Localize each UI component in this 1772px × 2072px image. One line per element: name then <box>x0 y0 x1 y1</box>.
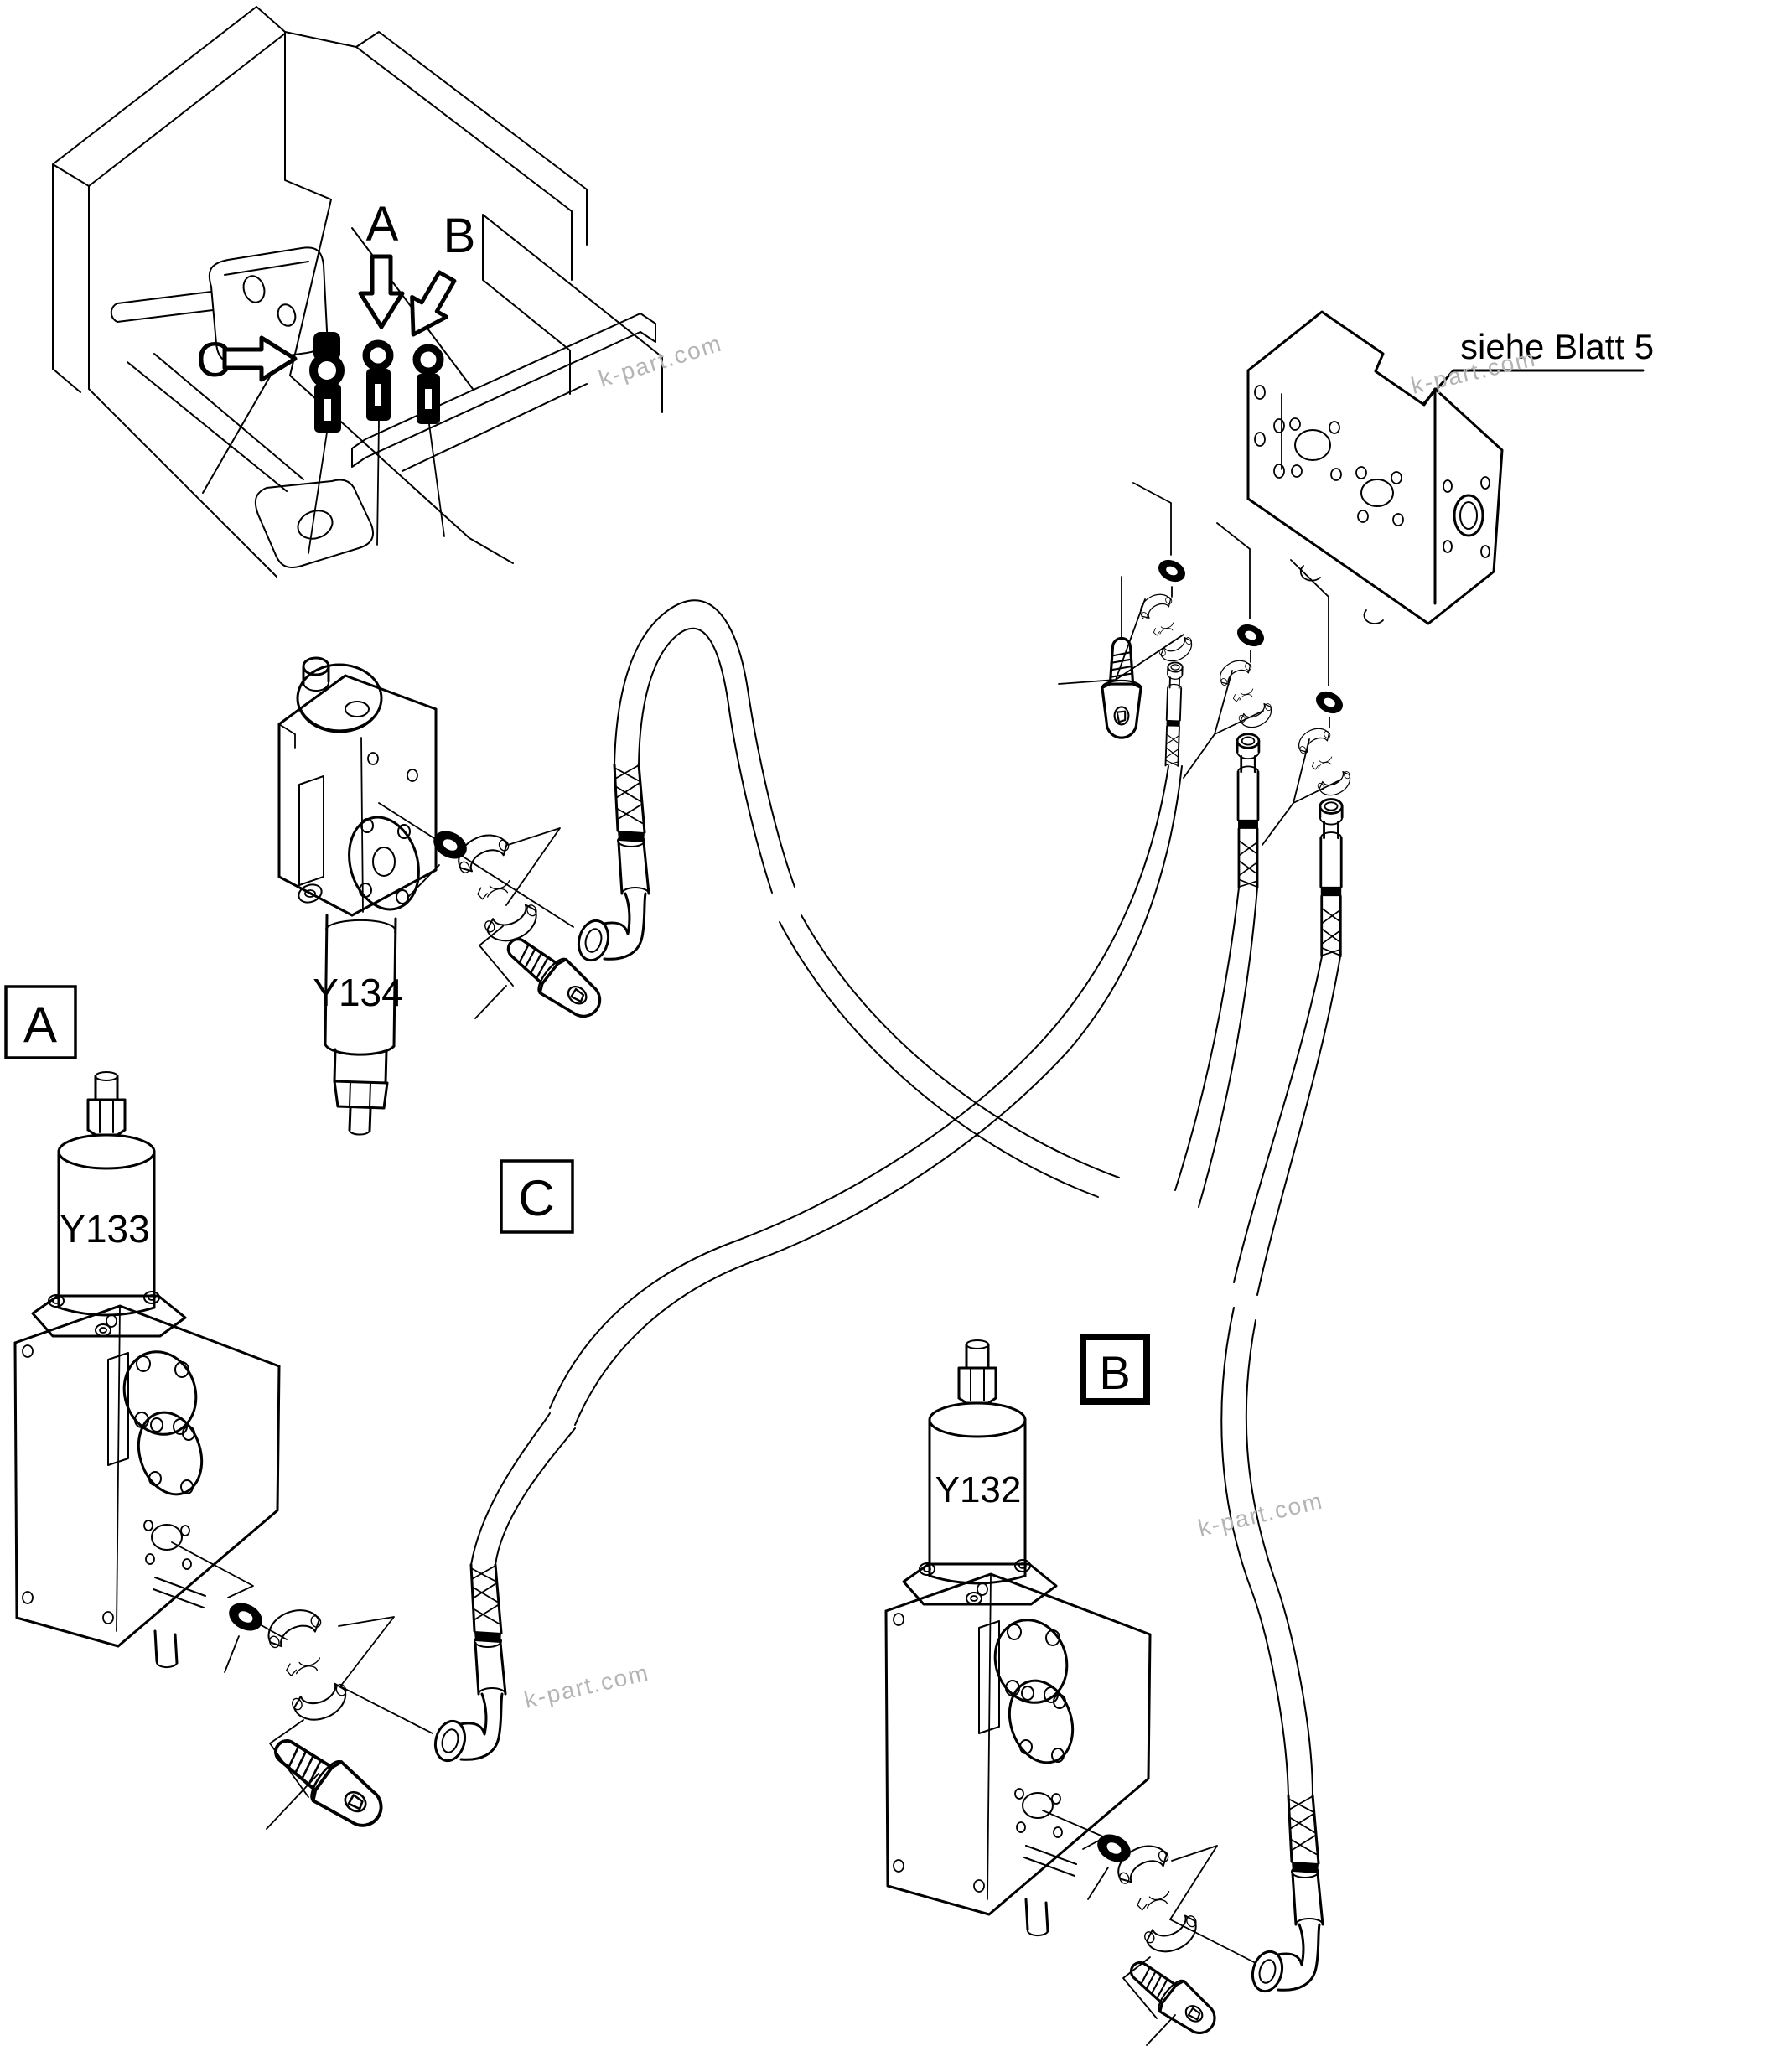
note-leader-line <box>1422 369 1645 406</box>
location-arrows <box>222 254 457 382</box>
valve-block <box>1246 310 1504 625</box>
section-c-parts <box>378 763 650 1028</box>
machine-overview-inset: A B C <box>52 6 663 578</box>
section-a-parts <box>171 1541 507 1839</box>
socket-head-bolt <box>1119 1949 1225 2044</box>
machine-frame-lines <box>52 6 663 578</box>
socket-head-bolt <box>262 1724 394 1839</box>
section-label-a: A <box>23 997 57 1053</box>
watermark-text: k-part.com <box>596 330 726 392</box>
block-port-assemblies <box>1058 482 1357 958</box>
valve-y134: Y134 <box>277 656 438 1136</box>
valve-label-y134: Y134 <box>313 971 402 1014</box>
inset-label-b: B <box>443 209 476 263</box>
hose-elbow-fitting <box>573 763 650 966</box>
hydraulic-hoses <box>470 599 1341 1797</box>
highlighted-valve-icons <box>309 332 444 433</box>
section-box-a <box>4 985 77 1059</box>
split-flange-clamp <box>1213 655 1278 733</box>
hose-end-fitting <box>1319 798 1344 958</box>
block-port-hole <box>1453 494 1484 537</box>
split-flange-clamp <box>258 1601 356 1728</box>
valve-label-y133: Y133 <box>60 1207 149 1251</box>
valve-label-y132: Y132 <box>935 1469 1022 1510</box>
inset-label-a: A <box>366 197 399 251</box>
socket-head-bolt <box>1101 636 1142 739</box>
split-flange-clamp <box>1292 723 1357 801</box>
section-box-b <box>1080 1334 1150 1405</box>
o-ring <box>1312 686 1347 718</box>
hose-elbow-fitting <box>1246 1794 1324 1997</box>
section-box-c <box>500 1159 574 1234</box>
valve-y133: Y133 <box>13 1070 281 1669</box>
o-ring <box>1154 555 1189 587</box>
arrow-a-icon <box>358 254 405 329</box>
hose-elbow-fitting <box>429 1563 507 1766</box>
valve-y132: Y132 <box>884 1339 1152 1937</box>
arrow-b-icon <box>410 270 457 337</box>
note-see-sheet: siehe Blatt 5 <box>1422 327 1654 406</box>
section-b-parts <box>1042 1794 1324 2046</box>
section-label-c: C <box>518 1170 554 1226</box>
o-ring <box>1233 619 1268 651</box>
section-label-b: B <box>1099 1346 1130 1399</box>
hose-end-fitting <box>1236 733 1261 889</box>
watermark-text: k-part.com <box>521 1659 651 1712</box>
valve-port-flange <box>348 816 420 911</box>
note-text: siehe Blatt 5 <box>1460 327 1654 366</box>
inset-label-c: C <box>196 333 231 387</box>
watermarks: k-part.com k-part.com k-part.com k-part.… <box>521 330 1538 1713</box>
arrow-c-icon <box>222 335 298 382</box>
o-ring <box>224 1597 267 1637</box>
hose-end-fitting <box>1163 661 1184 767</box>
